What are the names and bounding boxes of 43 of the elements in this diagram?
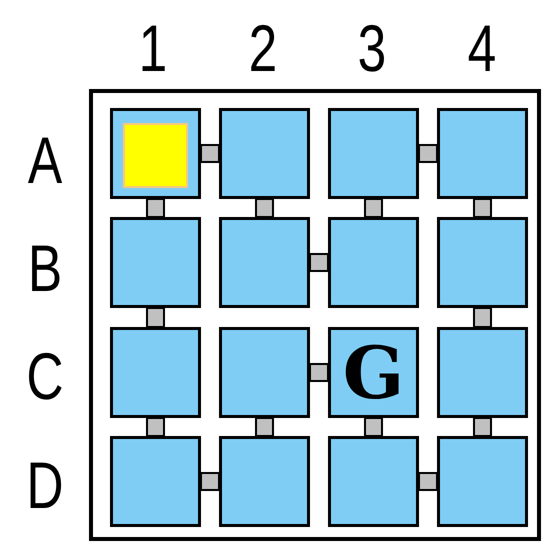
- connector-bar: [146, 198, 165, 218]
- grid-cell: [328, 108, 419, 199]
- connector-bar: [364, 198, 383, 218]
- connector-bar: [255, 417, 274, 437]
- connector-bar: [309, 363, 329, 382]
- grid-frame: [89, 89, 541, 541]
- grid-cell: [219, 327, 310, 418]
- connector-bar: [473, 198, 492, 218]
- row-letter: C: [26, 343, 64, 409]
- grid-cell: [110, 436, 201, 527]
- connector-bar: [473, 417, 492, 437]
- grid-cell: [219, 436, 310, 527]
- connector-bar: [364, 417, 383, 437]
- row-letter: A: [28, 127, 62, 193]
- connector-bar: [200, 144, 220, 163]
- connector-bar: [200, 472, 220, 491]
- connector-bar: [418, 472, 438, 491]
- cell-letter: G: [342, 336, 404, 408]
- column-number: 1: [138, 15, 168, 81]
- column-number: 3: [358, 15, 386, 81]
- column-number: 4: [468, 15, 496, 81]
- row-letter: B: [28, 235, 62, 301]
- grid-cell: [328, 327, 419, 418]
- grid-cell: [328, 436, 419, 527]
- grid-cell: [328, 217, 419, 308]
- grid-cell: [437, 108, 528, 199]
- connector-bar: [418, 144, 438, 163]
- connector-bar: [255, 198, 274, 218]
- connector-bar: [309, 253, 329, 272]
- row-letter: D: [26, 452, 64, 518]
- grid-cell: [437, 217, 528, 308]
- grid-cell: [110, 327, 201, 418]
- connector-bar: [473, 307, 492, 328]
- grid-cell: [110, 108, 201, 199]
- column-number: 2: [248, 15, 278, 81]
- connector-bar: [146, 307, 165, 328]
- grid-cell: [219, 108, 310, 199]
- square-marker: [123, 123, 188, 188]
- grid-cell: [219, 217, 310, 308]
- grid-cell: [437, 436, 528, 527]
- connector-bar: [146, 417, 165, 437]
- grid-cell: [437, 327, 528, 418]
- grid-cell: [110, 217, 201, 308]
